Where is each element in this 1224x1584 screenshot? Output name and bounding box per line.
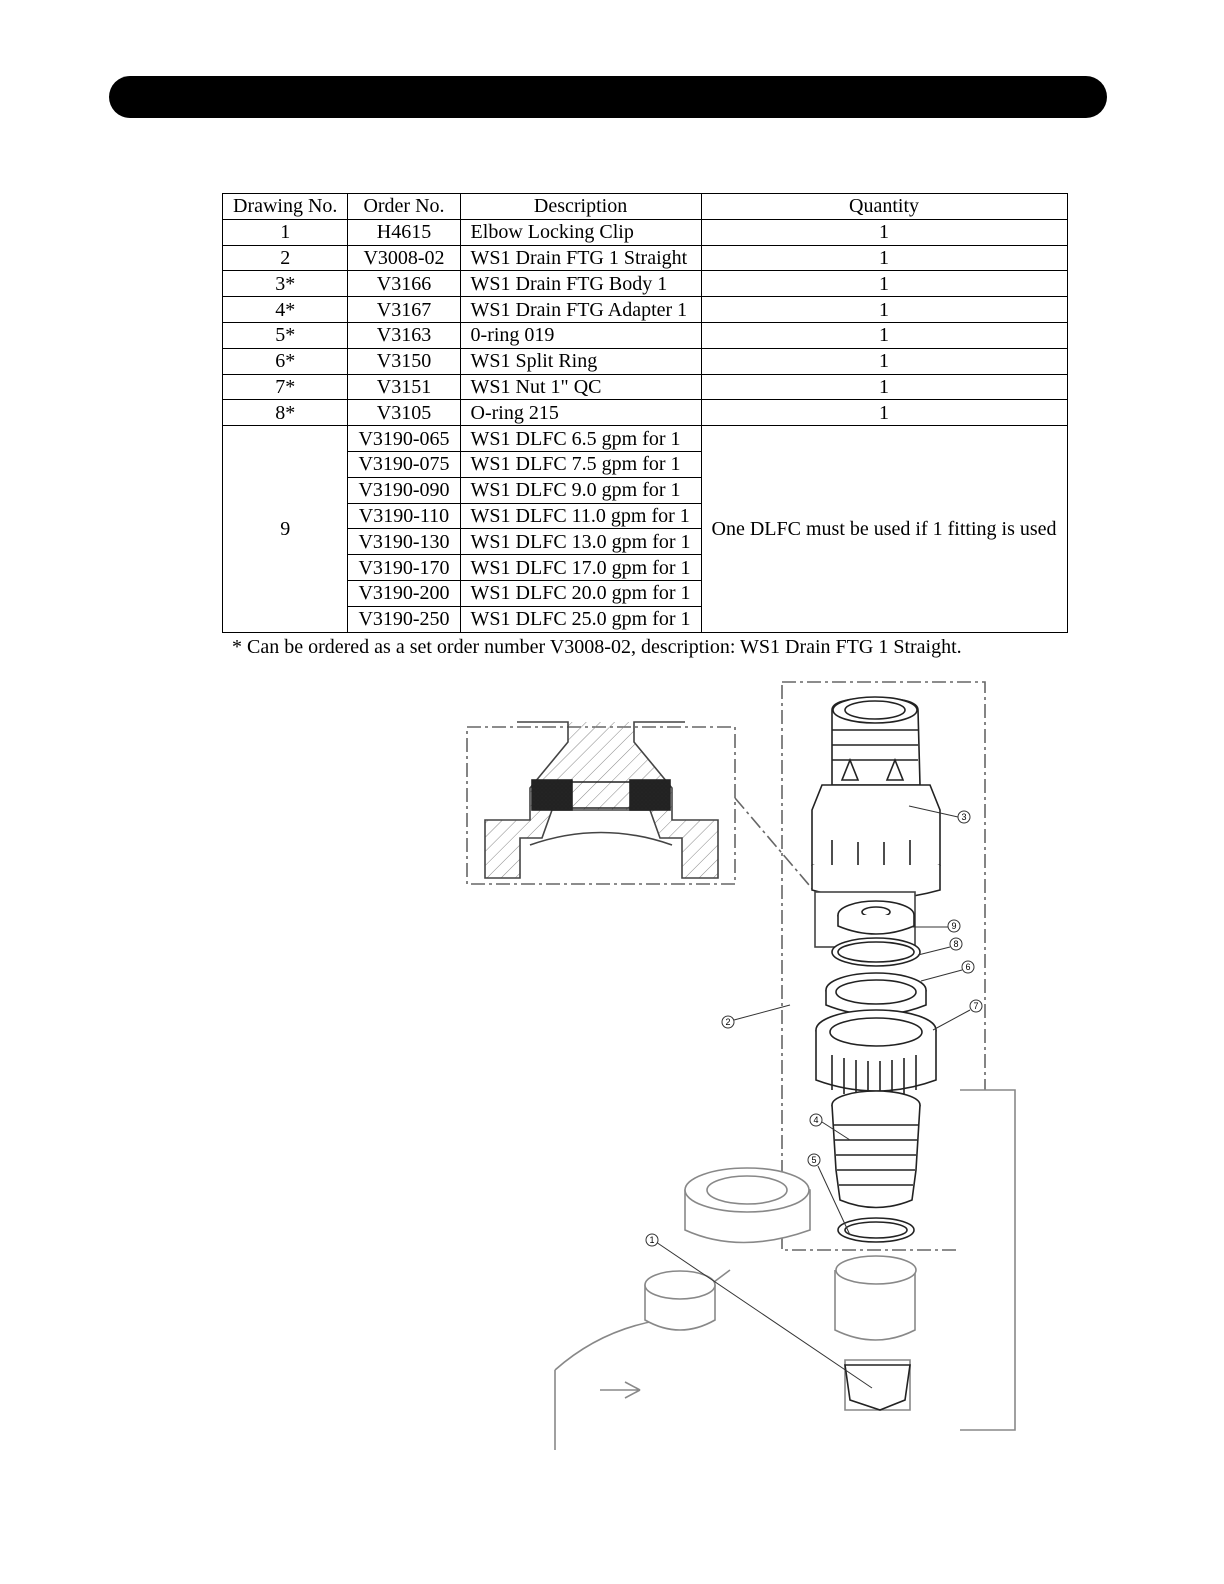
dlfc-quantity-note: One DLFC must be used if 1 fitting is us…	[700, 425, 1068, 633]
drawing-no-cell: 8*	[221, 399, 349, 427]
order-no-cell: V3190-065	[347, 425, 461, 452]
description-cell: Elbow Locking Clip	[459, 218, 702, 246]
order-no-cell: V3167	[347, 296, 461, 323]
description-cell: WS1 Drain FTG Body 1	[459, 270, 702, 298]
table-row: 7* V3151 WS1 Nut 1" QC 1	[221, 373, 1068, 401]
order-no-cell: V3190-130	[347, 528, 461, 556]
drawing-no-cell: 7*	[221, 373, 349, 401]
order-no-cell: V3190-075	[347, 450, 461, 478]
quantity-cell: 1	[700, 347, 1068, 375]
callout-6: 6	[965, 962, 970, 972]
order-no-cell: V3190-200	[347, 579, 461, 607]
table-row: V3190-090 WS1 DLFC 9.0 gpm for 1	[223, 476, 1068, 504]
description-cell: WS1 DLFC 7.5 gpm for 1	[459, 450, 702, 478]
callout-8: 8	[953, 939, 958, 949]
exploded-assembly-diagram: 1 2 3 4 5 6 7 8 9	[466, 681, 1016, 1450]
order-no-cell: V3166	[347, 270, 461, 298]
table-row: V3190-130 WS1 DLFC 13.0 gpm for 1	[223, 528, 1068, 556]
description-cell: WS1 Nut 1" QC	[459, 373, 702, 401]
callout-7: 7	[973, 1001, 978, 1011]
callout-9: 9	[951, 921, 956, 931]
description-cell: WS1 DLFC 13.0 gpm for 1	[459, 528, 702, 556]
description-cell: O-ring 215	[459, 399, 702, 427]
description-cell: 0-ring 019	[459, 321, 702, 349]
header-bar	[109, 76, 1107, 118]
table-row: 5* V3163 0-ring 019 1	[221, 321, 1068, 349]
order-no-cell: V3190-170	[347, 554, 461, 581]
parts-table: Drawing No. Order No. Description Quanti…	[221, 193, 1068, 633]
order-no-cell: V3163	[347, 321, 461, 349]
description-cell: WS1 DLFC 6.5 gpm for 1	[459, 425, 702, 452]
table-row: V3190-250 WS1 DLFC 25.0 gpm for 1	[223, 605, 1068, 633]
quantity-cell: 1	[700, 321, 1068, 349]
description-cell: WS1 DLFC 11.0 gpm for 1	[459, 502, 702, 530]
callout-5: 5	[811, 1155, 816, 1165]
order-no-cell: V3008-02	[347, 244, 461, 272]
split-ring	[825, 972, 927, 1016]
drawing-no-cell: 6*	[221, 347, 349, 375]
valve-body	[554, 1089, 1016, 1450]
quantity-cell: 1	[700, 218, 1068, 246]
drawing-no-cell: 3*	[221, 270, 349, 298]
table-row: 2 V3008-02 WS1 Drain FTG 1 Straight 1	[221, 244, 1068, 272]
drain-fitting-adapter	[831, 1090, 921, 1209]
table-row: 1 H4615 Elbow Locking Clip 1	[221, 218, 1068, 246]
order-no-cell: H4615	[347, 218, 461, 246]
drawing-no-cell: 1	[221, 218, 349, 246]
quantity-cell: 1	[700, 270, 1068, 298]
table-row: V3190-170 WS1 DLFC 17.0 gpm for 1	[223, 554, 1068, 581]
description-cell: WS1 Drain FTG Adapter 1	[459, 296, 702, 323]
drawing-no-cell: 5*	[221, 321, 349, 349]
table-row: 4* V3167 WS1 Drain FTG Adapter 1 1	[221, 296, 1068, 323]
order-no-cell: V3190-250	[347, 605, 461, 633]
quantity-cell: 1	[700, 244, 1068, 272]
callout-3: 3	[961, 812, 966, 822]
header-order-no: Order No.	[347, 193, 461, 220]
description-cell: WS1 DLFC 25.0 gpm for 1	[459, 605, 702, 633]
header-description: Description	[459, 193, 702, 220]
table-row: 3* V3166 WS1 Drain FTG Body 1 1	[221, 270, 1068, 298]
table-row: V3190-110 WS1 DLFC 11.0 gpm for 1	[223, 502, 1068, 530]
callout-4: 4	[813, 1115, 818, 1125]
callout-1: 1	[649, 1235, 654, 1245]
part-2-enclosure	[781, 681, 986, 1251]
quantity-cell: 1	[700, 296, 1068, 323]
description-cell: WS1 Drain FTG 1 Straight	[459, 244, 702, 272]
qc-nut	[815, 1009, 937, 1097]
description-cell: WS1 DLFC 20.0 gpm for 1	[459, 579, 702, 607]
callout-2: 2	[725, 1017, 730, 1027]
dlfc-detail-inset	[466, 721, 736, 885]
dlfc-washer	[814, 891, 916, 948]
header-drawing-no: Drawing No.	[221, 193, 349, 220]
order-no-cell: V3105	[347, 399, 461, 427]
o-ring-215-inner	[837, 941, 915, 963]
o-ring-215	[831, 937, 921, 967]
header-quantity: Quantity	[700, 193, 1068, 220]
dlfc-drawing-no-cell: 9	[221, 425, 349, 633]
table-row: 9 V3190-065 WS1 DLFC 6.5 gpm for 1 One D…	[221, 425, 1068, 633]
drain-fitting-body	[811, 696, 941, 900]
callouts: 1 2 3 4 5 6 7 8 9	[645, 805, 983, 1389]
order-no-cell: V3150	[347, 347, 461, 375]
order-no-cell: V3151	[347, 373, 461, 401]
inset-leader	[734, 797, 816, 893]
order-no-cell: V3190-110	[347, 502, 461, 530]
order-no-cell: V3190-090	[347, 476, 461, 504]
elbow-locking-clip	[844, 1364, 911, 1411]
drawing-no-cell: 2	[221, 244, 349, 272]
table-row: 6* V3150 WS1 Split Ring 1	[221, 347, 1068, 375]
quantity-cell: 1	[700, 373, 1068, 401]
table-row: 8* V3105 O-ring 215 1	[221, 399, 1068, 427]
table-header-row: Drawing No. Order No. Description Quanti…	[221, 193, 1068, 220]
description-cell: WS1 DLFC 17.0 gpm for 1	[459, 554, 702, 581]
quantity-cell: 1	[700, 399, 1068, 427]
table-row: V3190-075 WS1 DLFC 7.5 gpm for 1	[223, 450, 1068, 478]
table-row: V3190-200 WS1 DLFC 20.0 gpm for 1	[223, 579, 1068, 607]
drawing-no-cell: 4*	[221, 296, 349, 323]
description-cell: WS1 Split Ring	[459, 347, 702, 375]
description-cell: WS1 DLFC 9.0 gpm for 1	[459, 476, 702, 504]
o-ring-019-inner	[844, 1221, 908, 1239]
footnote: * Can be ordered as a set order number V…	[232, 636, 962, 658]
